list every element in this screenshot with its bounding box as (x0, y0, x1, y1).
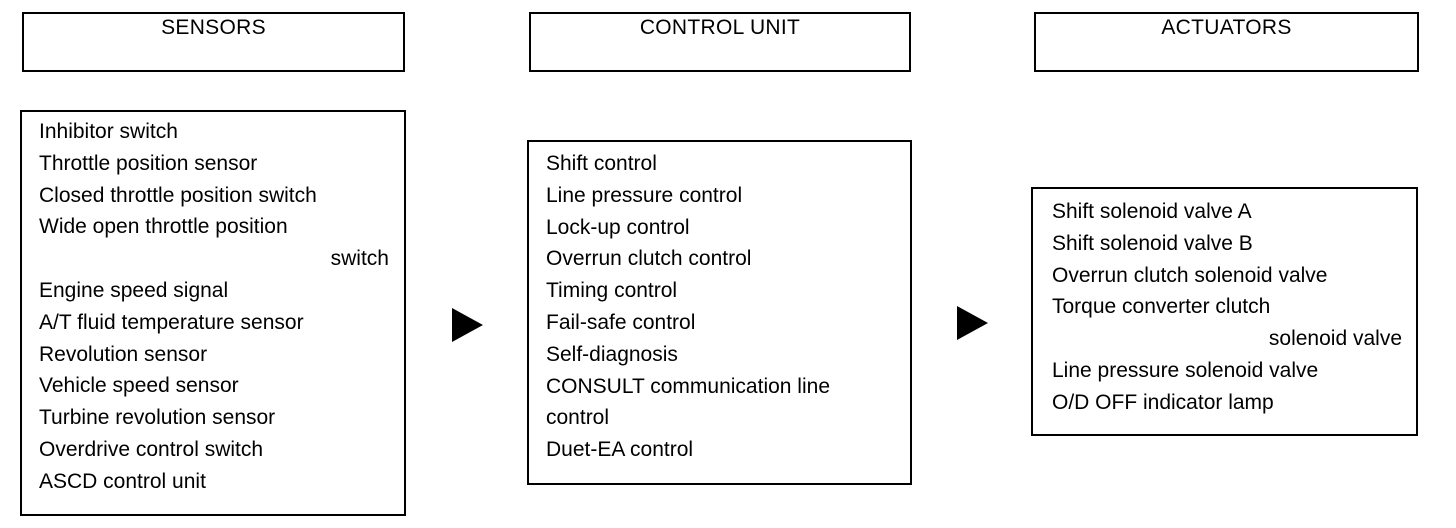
sensors-title: SENSORS (161, 16, 266, 39)
sensors-to-control-arrow-icon (452, 308, 483, 342)
control-unit-list-item: Line pressure control (546, 183, 743, 207)
actuators-title: ACTUATORS (1161, 16, 1292, 39)
actuators-header-box: ACTUATORS (1034, 12, 1419, 72)
sensors-list: Inhibitor switch Throttle position senso… (39, 116, 389, 498)
sensors-list-item: A/T fluid temperature sensor (39, 310, 304, 334)
actuators-list-item: Line pressure solenoid valve (1052, 358, 1319, 382)
control-unit-list-item: CONSULT communication line (546, 374, 830, 398)
control-unit-list: Shift control Line pressure control Lock… (546, 148, 896, 466)
actuators-list-item: Shift solenoid valve B (1052, 231, 1253, 255)
sensors-list-item: ASCD control unit (39, 469, 206, 493)
control-unit-header-box: CONTROL UNIT (529, 12, 911, 72)
control-unit-list-item: Lock-up control (546, 215, 690, 239)
sensors-list-item-continuation: switch (330, 247, 389, 271)
actuators-list-item: Torque converter clutch (1052, 295, 1271, 319)
sensors-list-item: Overdrive control switch (39, 437, 264, 461)
sensors-list-item: Engine speed signal (39, 278, 229, 302)
control-unit-list-item: Timing control (546, 279, 678, 303)
control-unit-list-item: Duet-EA control (546, 438, 694, 462)
actuators-list: Shift solenoid valve A Shift solenoid va… (1052, 196, 1402, 419)
sensors-list-item: Wide open throttle position (39, 215, 288, 239)
control-unit-list-item: Fail-safe control (546, 310, 696, 334)
actuators-list-item-continuation: solenoid valve (1268, 327, 1402, 351)
actuators-list-item: Overrun clutch solenoid valve (1052, 263, 1328, 287)
actuators-list-item: O/D OFF indicator lamp (1052, 390, 1274, 414)
sensors-list-item: Turbine revolution sensor (39, 406, 276, 430)
control-unit-title: CONTROL UNIT (639, 16, 801, 39)
sensors-list-item: Revolution sensor (39, 342, 208, 366)
sensors-header-box: SENSORS (22, 12, 405, 72)
sensors-list-box (20, 110, 406, 516)
control-unit-list-item: Shift control (546, 152, 657, 175)
control-unit-list-item: Overrun clutch control (546, 247, 752, 271)
control-unit-list-item: control (546, 406, 610, 430)
actuators-list-item: Shift solenoid valve A (1052, 200, 1252, 223)
actuators-list-box (1031, 187, 1418, 436)
sensors-list-item: Closed throttle position switch (39, 183, 317, 207)
control-unit-list-box (527, 140, 912, 485)
control-unit-list-item: Self-diagnosis (546, 342, 678, 366)
control-to-actuators-arrow-icon (957, 306, 988, 340)
sensors-list-item: Inhibitor switch (39, 120, 178, 143)
sensors-list-item: Vehicle speed sensor (39, 374, 239, 398)
sensors-list-item: Throttle position sensor (39, 151, 258, 175)
